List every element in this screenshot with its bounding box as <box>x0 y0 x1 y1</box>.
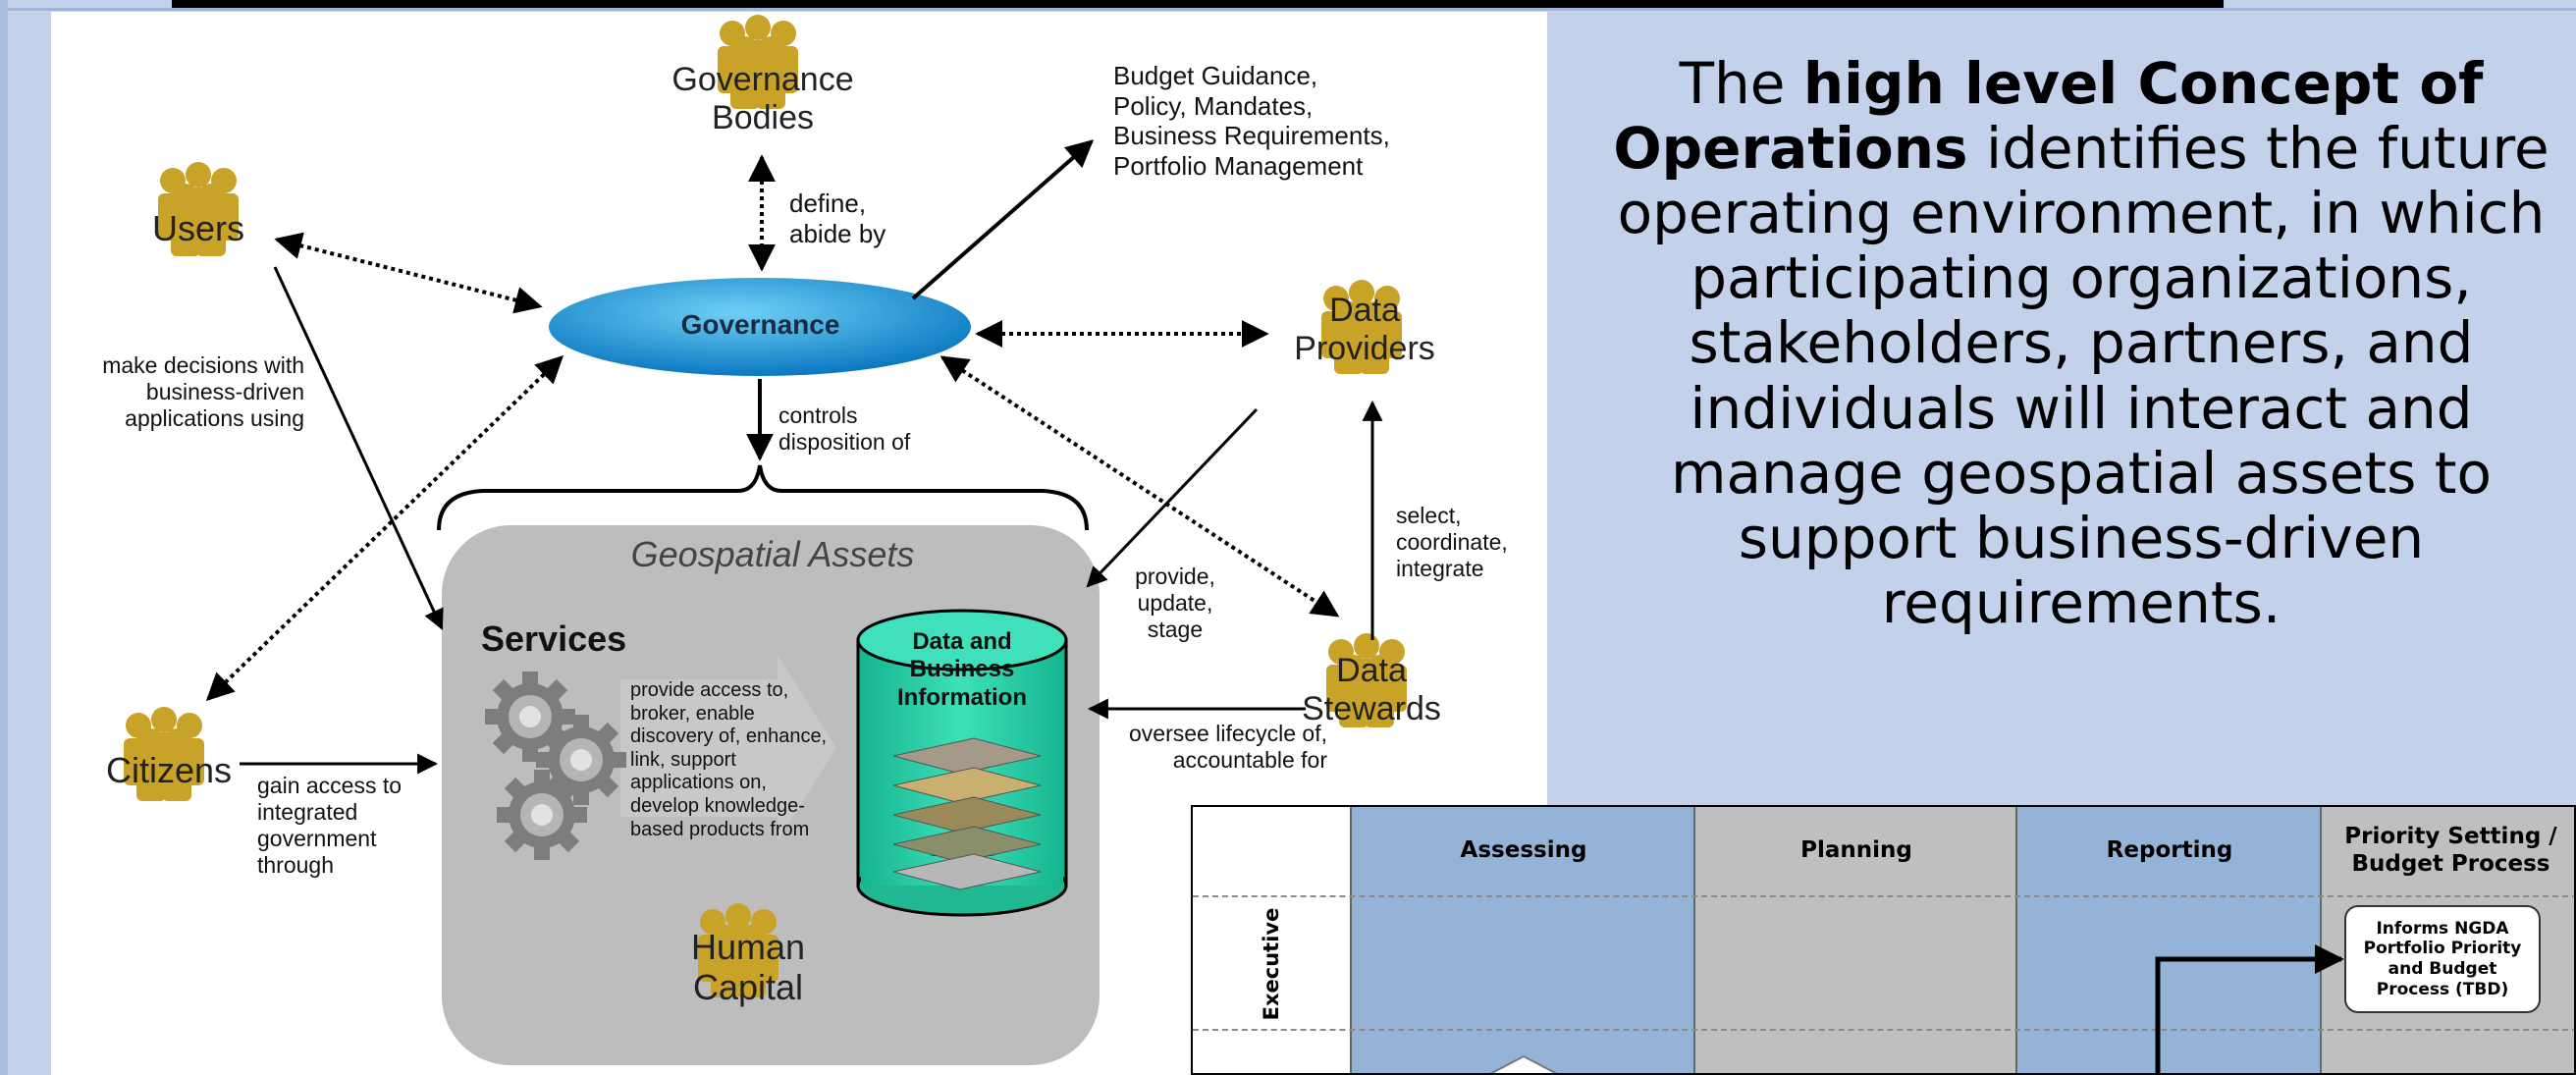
top-bar <box>172 0 2224 8</box>
diagram-graphics <box>51 12 1547 1065</box>
concept-rest: identifies the future operating environm… <box>1617 115 2549 636</box>
info-box-ngda: Informs NGDA Portfolio Priority and Budg… <box>2344 905 2541 1013</box>
concept-bold: high level Concept of Operations <box>1613 50 2484 183</box>
row-divider <box>1193 1029 2574 1031</box>
assets-brace <box>437 464 1089 531</box>
top-divider <box>0 8 2576 11</box>
governance-ellipse <box>549 278 971 376</box>
swimlane-table: Assessing Planning Reporting Priority Se… <box>1191 805 2576 1075</box>
geospatial-assets-title: Geospatial Assets <box>630 534 915 574</box>
left-edge <box>0 0 8 1075</box>
actor-data-stewards: Data Stewards <box>1302 652 1441 728</box>
concept-diagram: Governance Bodies Users Citizens Data Pr… <box>51 12 1547 1075</box>
edge-label-make-decisions: make decisions with business-driven appl… <box>102 352 304 432</box>
data-cylinder-label: Data and Business Information <box>897 628 1027 711</box>
services-label: Services <box>481 618 627 659</box>
governance-label: Governance <box>680 309 840 340</box>
row-label-column <box>1193 807 1350 1073</box>
column-header-planning: Planning <box>1800 837 1912 864</box>
edge-label-gain-access: gain access to integrated government thr… <box>257 773 402 879</box>
column-header-priority-setting: Priority Setting / Budget Process <box>2344 824 2557 877</box>
column-header-reporting: Reporting <box>2106 837 2233 864</box>
edge-label-controls: controls disposition of <box>778 403 911 456</box>
edge-label-define: define, abide by <box>789 188 886 248</box>
column-assessing: Assessing <box>1350 807 1695 1073</box>
edge-label-select: select, coordinate, integrate <box>1396 503 1508 582</box>
concept-description: The high level Concept of Operations ide… <box>1610 51 2552 635</box>
edge-label-budget: Budget Guidance, Policy, Mandates, Busin… <box>1113 61 1390 182</box>
actor-citizens: Citizens <box>105 750 233 790</box>
services-text: provide access to, broker, enable discov… <box>630 679 828 840</box>
concept-prefix: The <box>1679 50 1786 117</box>
data-cylinder-icon <box>856 609 1068 917</box>
actor-human-capital: Human Capital <box>690 927 806 1008</box>
actor-governance-bodies: Governance Bodies <box>671 61 854 137</box>
table-connectors <box>1489 944 2344 1073</box>
edge-label-oversee: oversee lifecycle of, accountable for <box>1129 721 1327 774</box>
column-planning: Planning <box>1693 807 2017 1073</box>
row-divider <box>1193 895 2574 897</box>
actor-users: Users <box>151 208 244 248</box>
edge-label-provide: provide, update, stage <box>1135 564 1215 643</box>
actor-data-providers: Data Providers <box>1294 292 1435 368</box>
column-reporting: Reporting <box>2015 807 2322 1073</box>
column-header-assessing: Assessing <box>1460 837 1587 864</box>
